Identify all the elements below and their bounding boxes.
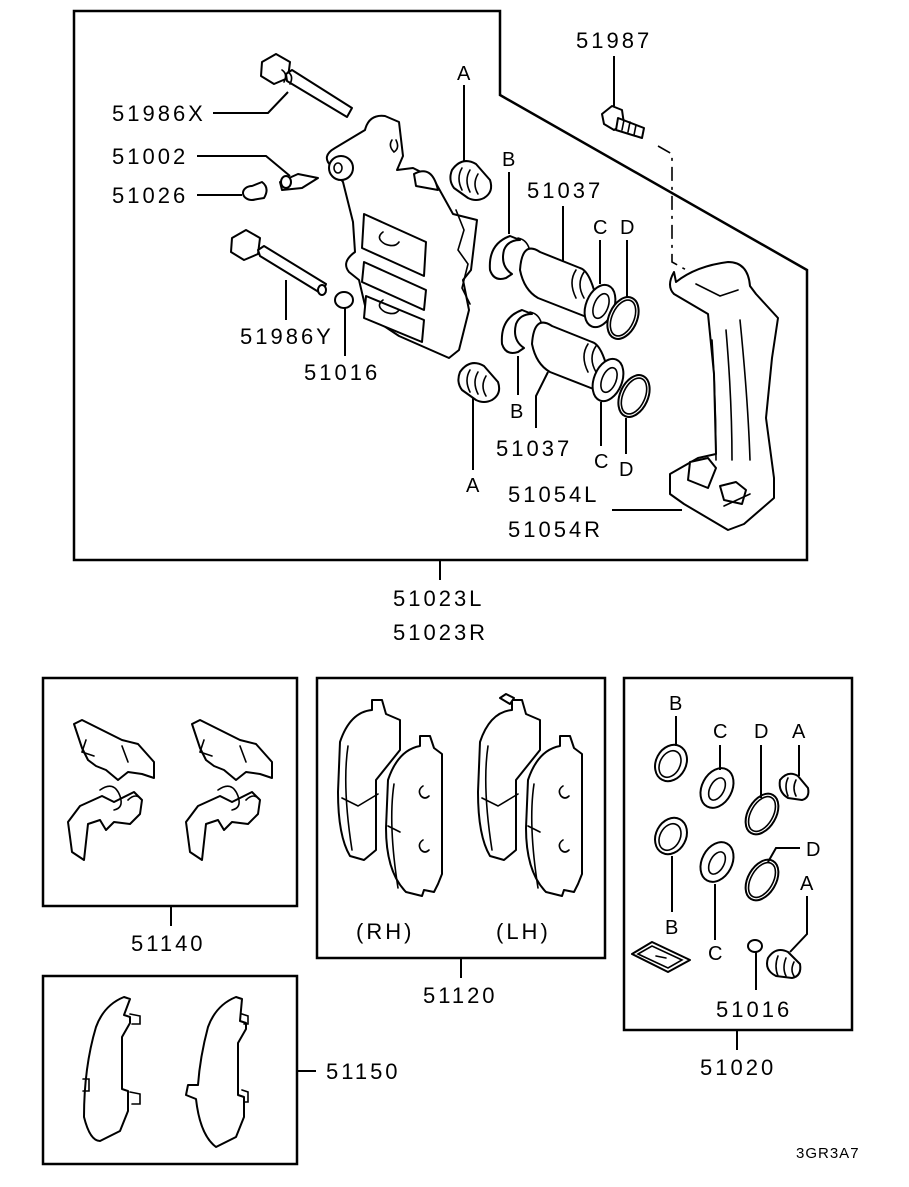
seal-kit-boot-a-1 [778,772,810,801]
guide-pin-upper-leader [213,91,289,114]
mounting-bolt[interactable] [601,105,645,139]
guide-pin-upper-label[interactable]: 51986X [112,101,206,126]
seal-kit-piston-boot-b-1 [654,743,688,783]
seal-lower-letter[interactable]: C [594,451,608,473]
guide-pin-lower-label[interactable]: 51986Y [240,324,334,349]
piston-boot-lower-letter[interactable]: B [510,401,523,423]
pad-clip-upper-right [191,719,273,781]
pad-clip-upper-left [73,719,155,781]
caliper-support-right-label[interactable]: 51054R [508,517,603,542]
seal-kit-ring-d-1 [744,792,780,836]
ring-lower-letter[interactable]: D [619,459,633,481]
shim-kit-shims[interactable] [82,996,249,1148]
piston-lower-label[interactable]: 51037 [496,436,572,461]
bleeder-screw[interactable] [279,173,319,191]
seal-kit-ring-d-2 [744,858,780,902]
caliper-support-left-label[interactable]: 51054L [508,482,599,507]
boot-lower[interactable] [457,362,501,403]
pad-set-rh-label[interactable]: (RH) [356,919,414,944]
seal-kit-a2-leader [789,896,808,953]
bushing[interactable] [334,291,354,309]
seal-kit-label[interactable]: 51020 [700,1055,776,1080]
ring-upper[interactable] [601,292,644,344]
guide-pin-lower[interactable] [230,229,327,296]
pad-set-label[interactable]: 51120 [423,983,498,1008]
boot-lower-letter[interactable]: A [466,475,480,497]
seal-kit-contents[interactable]: B B C C D D [631,693,820,1022]
shim-kit-frame [41,974,299,1166]
clip-kit-label[interactable]: 51140 [131,931,206,956]
seal-kit-boot-a-2 [766,949,802,979]
boot-upper[interactable] [449,160,493,201]
piston-boot-upper-letter[interactable]: B [502,149,515,171]
seal-kit-a1-letter[interactable]: A [792,721,806,743]
piston-lower-leader [535,371,549,428]
pad-set-rh[interactable] [337,699,443,897]
shim-right [185,996,247,1148]
seal-kit-a2-letter[interactable]: A [800,873,814,895]
seal-kit-b2-letter[interactable]: B [665,917,678,939]
bleeder-screw-leader [197,155,291,177]
seal-kit-c1-letter[interactable]: C [713,721,727,743]
pad-set-lh[interactable] [477,693,583,897]
clip-kit-frame [41,676,299,908]
mounting-bolt-label[interactable]: 51987 [576,28,652,53]
piston-upper-label[interactable]: 51037 [527,178,603,203]
seal-kit-b1-letter[interactable]: B [669,693,682,715]
pad-clip-lower-left [67,785,143,861]
seal-kit-c2-letter[interactable]: C [708,943,722,965]
mounting-bolt-axis-line [657,145,691,273]
seal-kit-d1-letter[interactable]: D [754,721,768,743]
seal-lower[interactable] [587,354,629,405]
caliper-assembly-frame [72,9,809,562]
pad-clip-lower-right [185,785,261,861]
seal-kit-d2-letter[interactable]: D [806,839,820,861]
seal-kit-piston-seal-c-2 [699,841,735,883]
caliper-assembly-label-left[interactable]: 51023L [393,586,484,611]
seal-upper-letter[interactable]: C [593,217,607,239]
shim-left [83,996,131,1142]
shim-kit-label[interactable]: 51150 [326,1059,401,1084]
guide-pin-upper[interactable] [260,53,353,118]
seal-kit-bushing [747,939,763,953]
caliper-assembly-label-right[interactable]: 51023R [393,620,488,645]
seal-kit-d2-leader [767,847,800,863]
bleeder-cap-label[interactable]: 51026 [112,183,188,208]
seal-kit-piston-seal-c-1 [699,767,735,809]
piston-upper[interactable] [519,247,596,317]
ring-upper-letter[interactable]: D [620,217,634,239]
bushing-label[interactable]: 51016 [304,360,380,385]
bleeder-screw-label[interactable]: 51002 [112,144,188,169]
boot-upper-letter[interactable]: A [457,63,471,85]
seal-kit-piston-boot-b-2 [654,816,688,856]
clip-kit-clips[interactable] [67,719,273,861]
diagram-reference-code: 3GR3A7 [796,1145,860,1162]
seal-kit-bushing-label[interactable]: 51016 [716,997,792,1022]
pad-set-lh-label[interactable]: (LH) [496,919,551,944]
caliper-body[interactable] [325,114,478,359]
caliper-support[interactable] [669,261,779,531]
seal-kit-grease-packet [631,941,691,973]
bleeder-cap[interactable] [242,181,268,201]
ring-lower[interactable] [612,370,655,422]
